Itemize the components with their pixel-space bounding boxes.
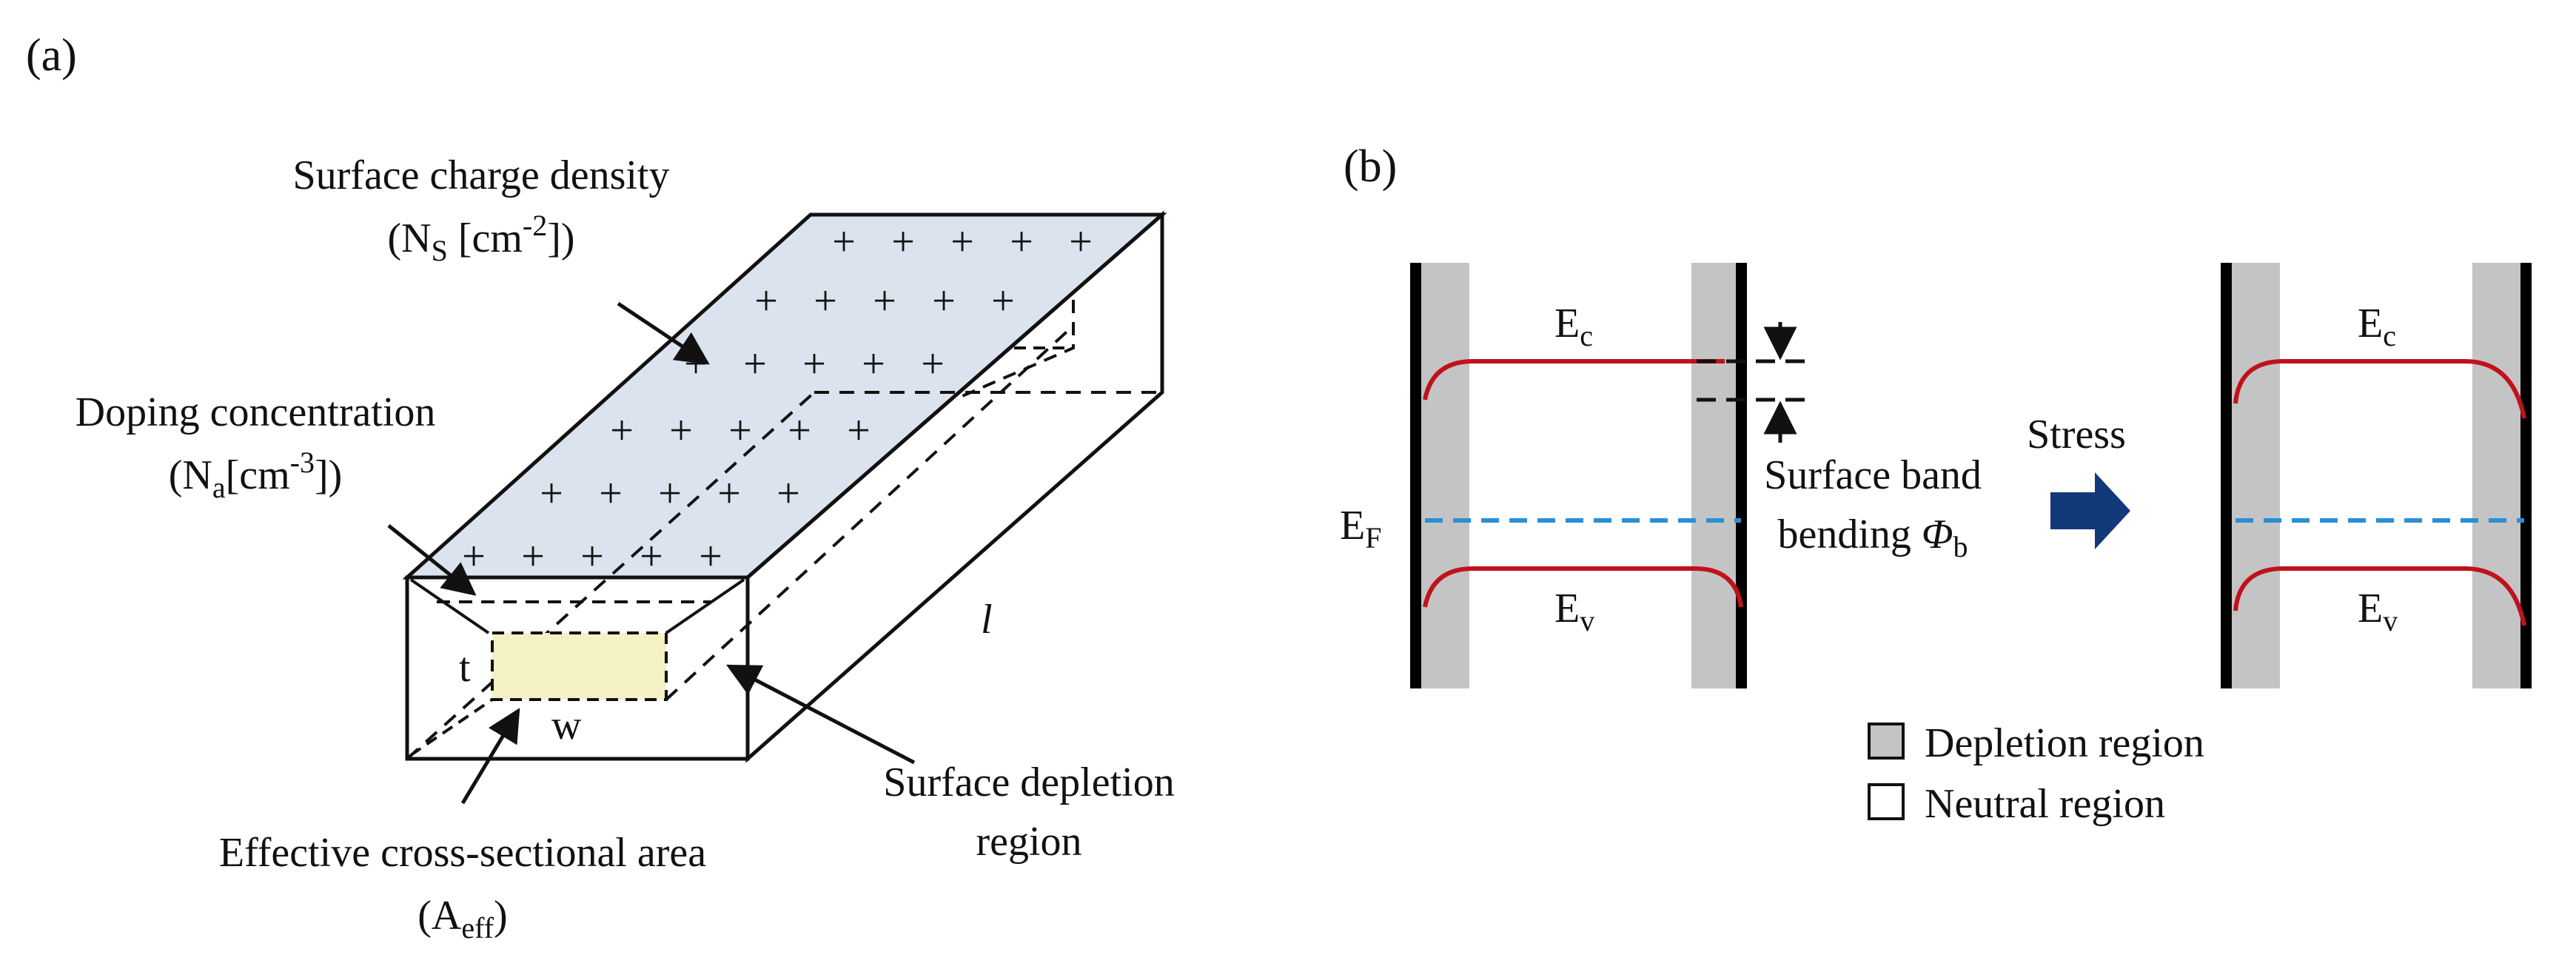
plus-sign: + xyxy=(610,408,634,454)
panel-b-label: (b) xyxy=(1344,141,1397,192)
surface-right xyxy=(2520,263,2532,688)
valence-band xyxy=(1423,566,1743,608)
conduction-band xyxy=(1423,359,1725,400)
plus-sign: + xyxy=(814,278,837,324)
thickness-label: t xyxy=(459,645,471,691)
plus-sign: + xyxy=(640,534,663,580)
surface-charge-unit: (NS [cm-2]) xyxy=(387,209,574,267)
plus-sign: + xyxy=(802,341,826,387)
band-diagram-before: Ec Ev EF xyxy=(1340,263,1747,688)
plus-sign: + xyxy=(932,278,956,324)
legend: Depletion region Neutral region xyxy=(1868,720,2204,827)
surface-right xyxy=(1736,263,1747,688)
plus-sign: + xyxy=(521,534,545,580)
plus-sign: + xyxy=(669,408,693,454)
depletion-region-right xyxy=(2472,263,2524,688)
plus-sign: + xyxy=(921,341,945,387)
depletion-region-left xyxy=(1418,263,1469,688)
length-label: l xyxy=(981,597,993,643)
doping-title: Doping concentration xyxy=(76,389,436,435)
ec-label: Ec xyxy=(1554,301,1593,352)
plus-sign: + xyxy=(862,341,885,387)
band-diagram-after: Ec Ev xyxy=(2221,263,2532,688)
panel-b: (b) Ec Ev EF Surface band bending Φb Str… xyxy=(1340,141,2532,827)
plus-sign: + xyxy=(777,471,800,517)
plus-sign: + xyxy=(743,341,767,387)
legend-label-neutral: Neutral region xyxy=(1925,781,2165,827)
valence-band xyxy=(2233,566,2526,626)
plus-sign: + xyxy=(950,219,974,265)
stress-arrow xyxy=(2050,472,2130,549)
plus-sign: + xyxy=(832,219,856,265)
depletion-region-left xyxy=(2228,263,2280,688)
stress-label: Stress xyxy=(2027,412,2126,457)
doping-unit: (Na[cm-3]) xyxy=(169,446,343,504)
plus-sign: + xyxy=(540,471,563,517)
surface-charge-pointer xyxy=(617,301,710,365)
plus-sign: + xyxy=(462,534,486,580)
depletion-label-line1: Surface depletion xyxy=(883,760,1174,805)
plus-sign: + xyxy=(658,471,682,517)
depletion-pointer xyxy=(726,664,916,765)
conduction-band xyxy=(2233,359,2526,419)
plus-sign: + xyxy=(699,534,722,580)
panel-a-label: (a) xyxy=(26,30,77,81)
depletion-region-right xyxy=(1691,263,1743,688)
band-bending-indicator: Surface band bending Φb xyxy=(1697,322,1982,563)
surface-charge-title: Surface charge density xyxy=(293,152,670,198)
ev-label: Ev xyxy=(1554,586,1594,637)
ef-label: EF xyxy=(1340,503,1381,554)
ev-label: Ev xyxy=(2358,586,2398,637)
surface-left xyxy=(2221,263,2232,688)
plus-sign: + xyxy=(599,471,623,517)
plus-sign: + xyxy=(580,534,604,580)
area-pointer xyxy=(460,708,520,805)
depletion-label-line2: region xyxy=(976,819,1081,865)
legend-swatch-neutral xyxy=(1868,783,1905,820)
right-face xyxy=(745,210,1164,763)
plus-sign: + xyxy=(788,408,811,454)
effective-area xyxy=(491,631,668,701)
depletion-diagonal-bl xyxy=(409,698,494,757)
depletion-boundary-length xyxy=(665,324,1075,701)
legend-label-depletion: Depletion region xyxy=(1925,720,2204,766)
area-label-line1: Effective cross-sectional area xyxy=(219,830,706,876)
plus-sign: + xyxy=(754,278,778,324)
doping-pointer xyxy=(387,524,477,596)
plus-sign: + xyxy=(847,408,871,454)
ec-label: Ec xyxy=(2358,301,2396,352)
plus-sign: + xyxy=(991,278,1015,324)
panel-a: (a) + + + + + + + + + + xyxy=(26,30,1175,945)
hidden-edge-bottom xyxy=(406,391,816,760)
depletion-diagonal-tr xyxy=(665,578,745,634)
plus-sign: + xyxy=(717,471,741,517)
depletion-diagonal-tl xyxy=(409,578,490,634)
width-label: w xyxy=(551,703,582,748)
plus-sign: + xyxy=(891,219,915,265)
surface-left xyxy=(1410,263,1421,688)
plus-sign: + xyxy=(728,408,752,454)
plus-sign: + xyxy=(873,278,896,324)
plus-sign: + xyxy=(1069,219,1093,265)
band-bending-line2: bending Φb xyxy=(1777,512,1968,563)
legend-swatch-depletion xyxy=(1868,723,1905,760)
area-label-line2: (Aeff) xyxy=(417,893,507,945)
plus-sign: + xyxy=(1010,219,1033,265)
band-bending-line1: Surface band xyxy=(1764,452,1982,498)
